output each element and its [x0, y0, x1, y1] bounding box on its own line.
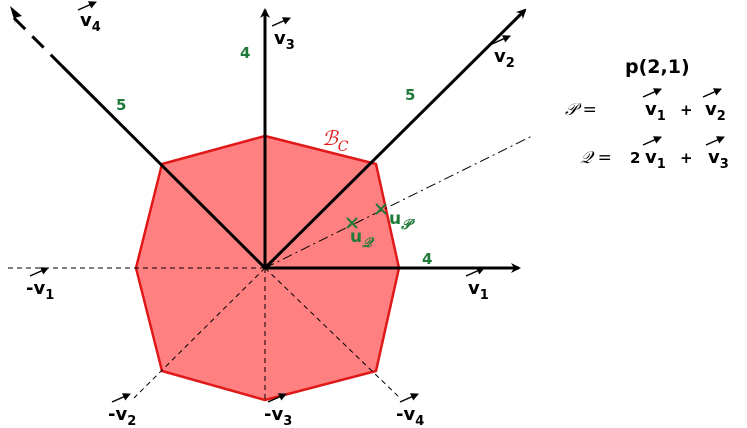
svg-text:v1: v1 — [645, 99, 666, 124]
label-neg-v4: -v4 — [396, 393, 424, 428]
svg-text:v3: v3 — [708, 147, 729, 172]
negative-axes — [6, 267, 401, 400]
label-neg-v3: -v3 — [264, 393, 292, 428]
formula-q-lhs: 𝒬 = — [580, 148, 612, 168]
formula-p-plus: + — [680, 101, 693, 119]
direction-line — [264, 135, 533, 269]
norm-v3: 4 — [240, 44, 250, 62]
point-up — [375, 203, 387, 215]
label-up: u𝒫 — [389, 209, 415, 233]
point-uq — [346, 217, 358, 229]
label-neg-v2: -v2 — [108, 393, 136, 428]
norm-v1: 4 — [422, 250, 432, 268]
formula-panel: p(2,1) 𝒫 = v1 + v2 𝒬 = 2 v1 + v3 — [565, 56, 729, 172]
label-v4: v4 — [77, 1, 101, 35]
positive-vectors — [60, 8, 527, 273]
svg-text:v3: v3 — [274, 28, 295, 53]
svg-text:v2: v2 — [705, 99, 726, 124]
formula-q-plus: + — [680, 149, 693, 167]
svg-text:v1: v1 — [645, 147, 666, 172]
norm-v2: 5 — [405, 86, 415, 104]
formula-p-v2: v2 — [702, 88, 726, 124]
formula-q-v3: v3 — [705, 136, 729, 172]
svg-text:v2: v2 — [494, 46, 515, 71]
label-uq: u𝒬 — [350, 227, 375, 251]
formula-q-coef: 2 — [630, 149, 640, 167]
label-v3: v3 — [271, 17, 295, 53]
polygon-label: ℬC — [322, 126, 349, 155]
svg-text:v1: v1 — [468, 278, 489, 303]
svg-text:-v3: -v3 — [264, 404, 292, 428]
formula-title: p(2,1) — [625, 56, 690, 78]
svg-text:v4: v4 — [80, 10, 101, 35]
formula-q-v1: v1 — [642, 136, 666, 172]
polygon-label-sub: C — [338, 139, 349, 155]
norm-v4: 5 — [116, 96, 126, 114]
v4-extension — [12, 16, 64, 68]
v4-arrowhead — [10, 6, 22, 26]
svg-text:-v2: -v2 — [108, 404, 136, 428]
label-v1: v1 — [465, 267, 489, 303]
svg-text:-v1: -v1 — [26, 278, 54, 303]
formula-p-v1: v1 — [642, 88, 666, 124]
label-neg-v1: -v1 — [26, 267, 54, 303]
label-v2: v2 — [491, 35, 515, 71]
svg-text:-v4: -v4 — [396, 404, 424, 428]
formula-p-lhs: 𝒫 = — [565, 100, 597, 120]
